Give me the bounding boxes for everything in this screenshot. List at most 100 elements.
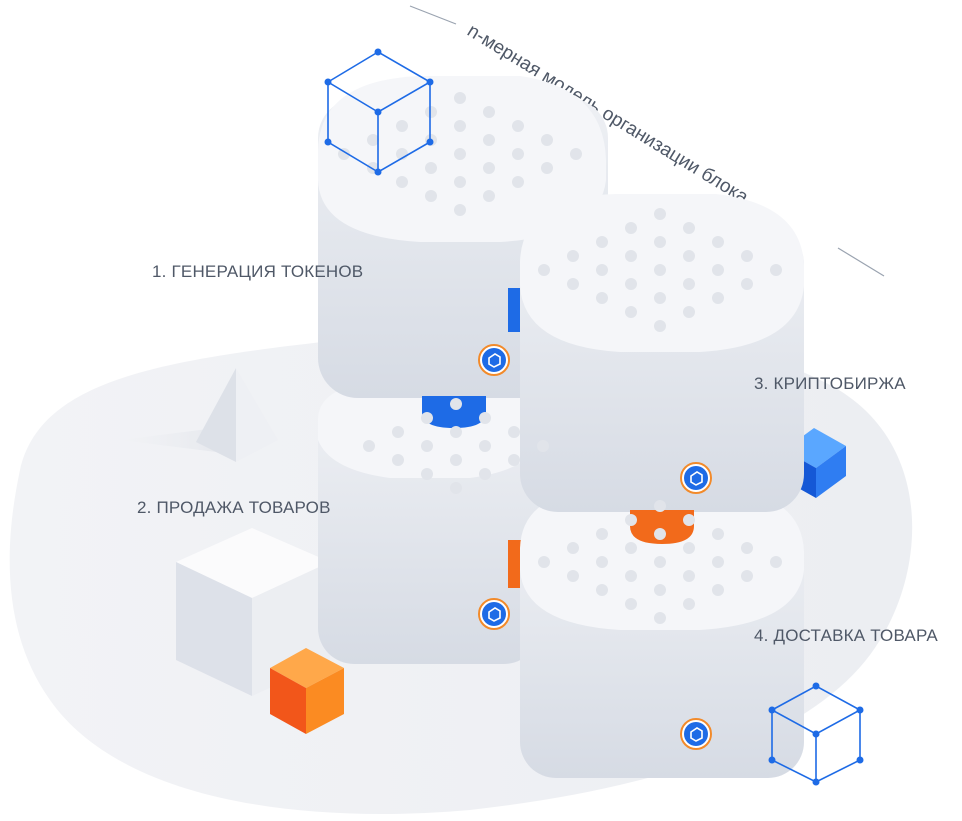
top-dot <box>483 134 495 146</box>
top-dot <box>512 148 524 160</box>
wireframe-cube-icon <box>324 48 434 176</box>
top-dot <box>683 570 695 582</box>
top-dot <box>596 584 608 596</box>
top-dot <box>483 162 495 174</box>
top-dot <box>770 556 782 568</box>
block-cube-icon <box>478 344 510 376</box>
top-dot <box>396 120 408 132</box>
block-cube-icon <box>680 718 712 750</box>
top-dot <box>537 440 549 452</box>
top-dot <box>683 222 695 234</box>
top-dot <box>625 278 637 290</box>
top-dot <box>625 514 637 526</box>
top-dot <box>741 542 753 554</box>
top-dot <box>392 426 404 438</box>
top-dot <box>770 264 782 276</box>
top-dot <box>654 500 666 512</box>
top-dot <box>425 190 437 202</box>
top-dot <box>712 264 724 276</box>
top-dot <box>712 292 724 304</box>
top-dot <box>421 440 433 452</box>
top-dot <box>625 570 637 582</box>
top-dot <box>396 176 408 188</box>
top-dot <box>567 570 579 582</box>
block-dot-grids <box>338 92 782 624</box>
top-dot <box>454 204 466 216</box>
top-dot <box>425 162 437 174</box>
top-dot <box>654 264 666 276</box>
top-dot <box>392 454 404 466</box>
top-dot <box>712 236 724 248</box>
top-dot <box>483 106 495 118</box>
wireframe-cube-icon <box>768 682 864 786</box>
stage-label-3: 3. КРИПТОБИРЖА <box>754 374 906 393</box>
top-dot <box>654 236 666 248</box>
top-dot <box>425 106 437 118</box>
top-dot <box>654 584 666 596</box>
top-dot <box>654 292 666 304</box>
top-dot <box>454 176 466 188</box>
top-dot <box>683 542 695 554</box>
top-dot <box>683 250 695 262</box>
top-dot <box>538 556 550 568</box>
top-dot <box>421 468 433 480</box>
top-dot <box>454 120 466 132</box>
top-dot <box>654 208 666 220</box>
top-dot <box>541 162 553 174</box>
top-dot <box>512 120 524 132</box>
block-cube-icon <box>680 462 712 494</box>
top-dot <box>683 278 695 290</box>
top-dot <box>596 264 608 276</box>
top-dot <box>625 306 637 318</box>
top-dot <box>625 598 637 610</box>
top-dot <box>479 440 491 452</box>
top-dot <box>596 556 608 568</box>
top-dot <box>450 398 462 410</box>
stage-label-2: 2. ПРОДАЖА ТОВАРОВ <box>137 498 331 517</box>
top-dot <box>683 306 695 318</box>
top-dot <box>596 528 608 540</box>
stage-label-1: 1. ГЕНЕРАЦИЯ ТОКЕНОВ <box>152 262 364 281</box>
top-dot <box>596 236 608 248</box>
block-2 <box>318 384 540 664</box>
block-cube-icon <box>478 598 510 630</box>
top-dot <box>338 148 350 160</box>
block-4 <box>520 488 804 778</box>
top-dot <box>450 426 462 438</box>
top-dot <box>654 612 666 624</box>
top-dot <box>541 134 553 146</box>
top-dot <box>625 222 637 234</box>
top-dot <box>363 440 375 452</box>
top-dot <box>654 320 666 332</box>
orange-cube <box>270 648 344 734</box>
top-dot <box>567 250 579 262</box>
stage-label-4: 4. ДОСТАВКА ТОВАРА <box>754 626 938 645</box>
top-dot <box>625 250 637 262</box>
top-dot <box>570 148 582 160</box>
pyramid-icon <box>120 368 278 462</box>
top-dot <box>454 148 466 160</box>
top-dot <box>450 454 462 466</box>
top-dot <box>483 190 495 202</box>
top-dot <box>367 134 379 146</box>
top-dot <box>712 556 724 568</box>
top-dot <box>654 528 666 540</box>
top-dot <box>712 584 724 596</box>
top-dot <box>567 278 579 290</box>
top-dot <box>454 92 466 104</box>
top-dot <box>479 412 491 424</box>
top-dot <box>712 528 724 540</box>
top-dot <box>741 570 753 582</box>
top-dot <box>421 412 433 424</box>
top-dot <box>625 542 637 554</box>
white-cube <box>176 528 330 696</box>
top-dot <box>538 264 550 276</box>
top-dot <box>508 426 520 438</box>
top-dot <box>450 482 462 494</box>
top-dot <box>567 542 579 554</box>
top-dot <box>741 278 753 290</box>
top-dot <box>596 292 608 304</box>
top-dot <box>741 250 753 262</box>
